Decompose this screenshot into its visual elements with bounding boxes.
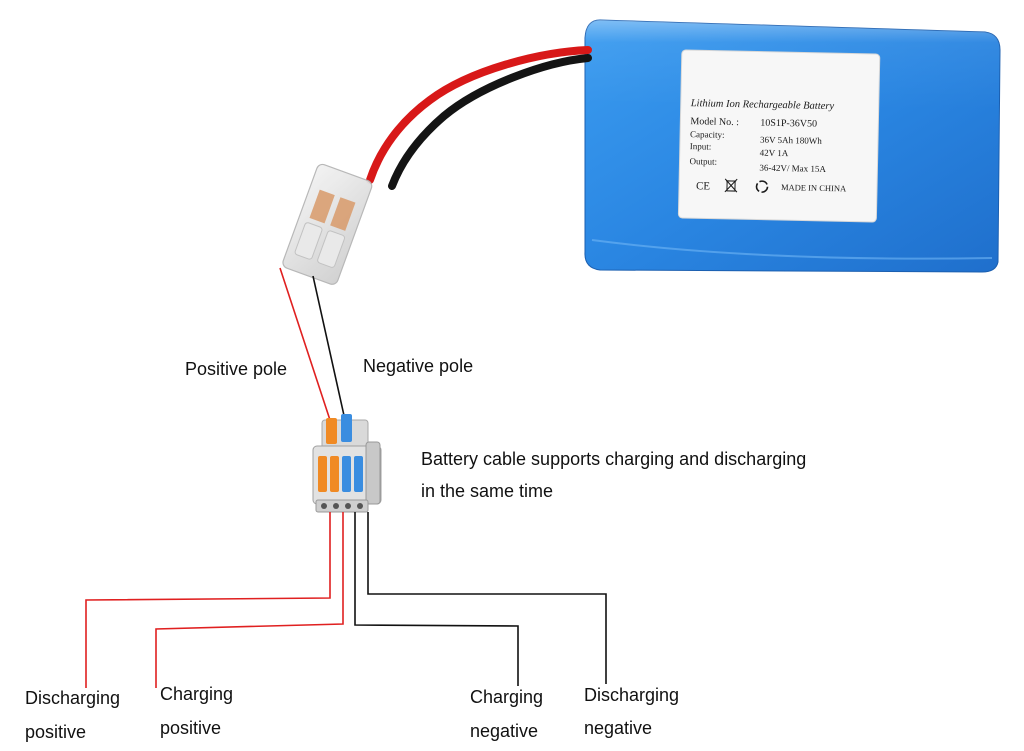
discharging-positive-label-line2: positive: [25, 722, 86, 742]
splice-top-lever-orange: [326, 418, 337, 444]
spec-model-key: Model No. :: [690, 116, 739, 128]
splice-levers: [318, 456, 363, 492]
clear-connector-lever-1: [294, 222, 323, 260]
splice-top-lever-blue: [341, 414, 352, 442]
splice-port-3: [345, 503, 351, 509]
clear-connector-lever-2: [317, 230, 346, 268]
battery-red-wire: [366, 46, 592, 184]
battery-cable: [366, 46, 592, 190]
crossed-bin-icon: [724, 178, 738, 193]
spec-label-title: Lithium Ion Rechargeable Battery: [690, 98, 835, 112]
ce-mark-icon: CE: [696, 180, 711, 192]
charging-negative-label-line2: negative: [470, 721, 538, 741]
splice-port-1: [321, 503, 327, 509]
battery-black-wire: [388, 54, 592, 190]
lever-splice-connector: [312, 414, 382, 513]
clear-connector-copper-2: [330, 197, 356, 231]
battery-spec-label: Lithium Ion Rechargeable Battery Model N…: [677, 49, 881, 223]
splice-right-cap: [365, 441, 381, 505]
clear-connector-copper-1: [309, 189, 335, 224]
charging-negative-wire: [354, 512, 519, 686]
charging-positive-label-line1: Charging: [160, 684, 233, 704]
splice-lever-1: [318, 456, 327, 492]
discharging-positive-label-line1: Discharging: [25, 688, 120, 708]
charging-positive-label-line2: positive: [160, 718, 221, 738]
splice-port-2: [333, 503, 339, 509]
splice-port-4: [357, 503, 363, 509]
charging-negative-label-line1: Charging: [470, 687, 543, 707]
battery-pack: Lithium Ion Rechargeable Battery Model N…: [584, 19, 1001, 273]
output-wires: [85, 512, 607, 688]
made-in-text: MADE IN CHINA: [781, 182, 847, 193]
note-line-2: in the same time: [421, 481, 553, 501]
negative-pole-wire: [312, 275, 346, 421]
negative-pole-label: Negative pole: [363, 356, 473, 376]
note-line-1: Battery cable supports charging and disc…: [421, 449, 806, 469]
discharging-negative-label-line2: negative: [584, 718, 652, 738]
clear-connector-body: [282, 163, 373, 285]
battery-shrink-wrap-edge: [591, 239, 993, 260]
spec-output-key: Output:: [689, 156, 717, 167]
splice-lever-3: [342, 456, 351, 492]
spec-model-value: 10S1P-36V50: [760, 118, 817, 130]
positive-pole-label: Positive pole: [185, 359, 287, 379]
pole-wires: [279, 267, 346, 421]
splice-bottom-ports: [315, 499, 369, 513]
spec-capacity-key: Capacity:: [690, 129, 725, 140]
discharging-negative-wire: [367, 512, 607, 684]
charging-positive-wire: [155, 512, 344, 688]
spec-capacity-value: 36V 5Ah 180Wh: [760, 135, 823, 146]
splice-lever-2: [330, 456, 339, 492]
spec-input-value: 42V 1A: [760, 148, 789, 159]
clear-inline-connector: [282, 163, 373, 285]
spec-label-background: [677, 49, 881, 223]
spec-output-value: 36-42V/ Max 15A: [759, 163, 826, 174]
positive-pole-wire: [279, 267, 331, 421]
recycle-icon: [755, 180, 769, 193]
discharging-positive-wire: [85, 512, 331, 688]
spec-input-key: Input:: [690, 141, 712, 151]
splice-lever-4: [354, 456, 363, 492]
discharging-negative-label-line1: Discharging: [584, 685, 679, 705]
